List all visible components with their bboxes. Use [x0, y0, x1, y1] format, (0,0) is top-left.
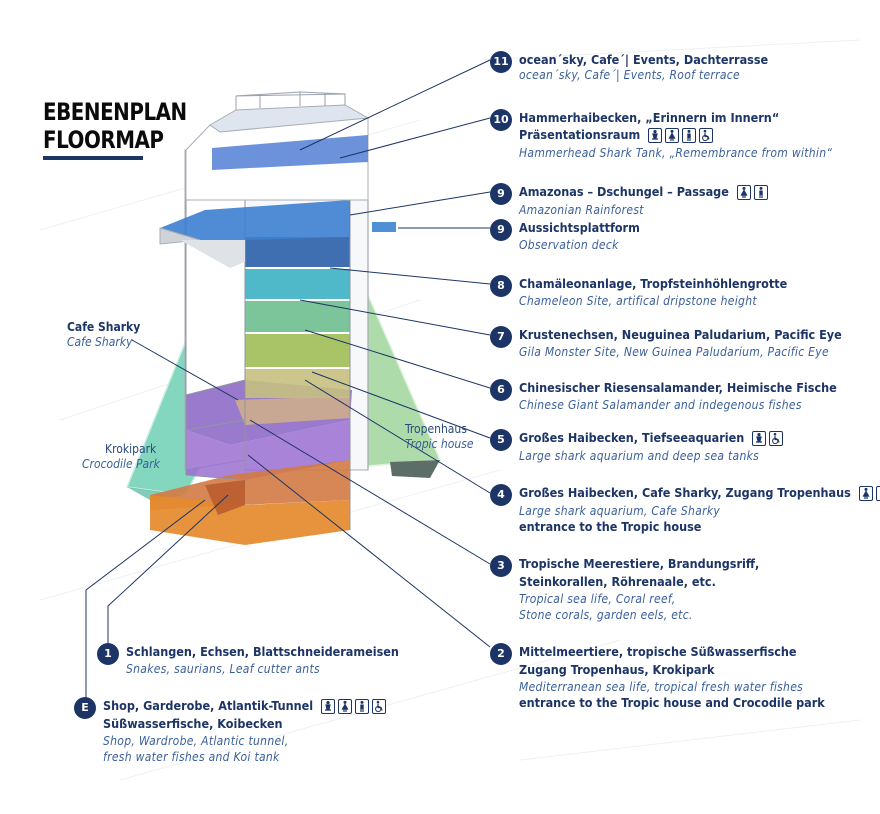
- level-badge: 11: [490, 51, 512, 73]
- level-badge: 9: [490, 219, 512, 241]
- level-en: Chinese Giant Salamander and indegenous …: [519, 398, 802, 412]
- level-badge: 4: [490, 484, 512, 506]
- level-11-roof: [209, 104, 370, 133]
- wheelchair-icon: [372, 699, 387, 714]
- male-toilet-icon: [753, 185, 768, 200]
- level-badge: 3: [490, 555, 512, 577]
- level-en: Observation deck: [519, 238, 619, 252]
- level-de: Amazonas – Dschungel – Passage: [519, 184, 729, 199]
- level-10-slab: [212, 135, 368, 170]
- baby-changing-icon: [321, 699, 336, 714]
- level-en: Tropical sea life, Coral reef,: [519, 592, 676, 606]
- area-krokipark-en: Crocodile Park: [82, 457, 160, 471]
- level-en: Snakes, saurians, Leaf cutter ants: [126, 662, 320, 676]
- level-badge: 5: [490, 429, 512, 451]
- level-de2: Präsentationsraum: [519, 127, 641, 142]
- level-en-2: fresh water fishes and Koi tank: [103, 750, 280, 764]
- area-cafe-sharky-en: Cafe Sharky: [67, 335, 133, 349]
- amazon-passage: [160, 200, 350, 240]
- title-underline: [43, 156, 143, 160]
- level-en: Mediterranean sea life, tropical fresh w…: [519, 680, 804, 694]
- observation-deck: [372, 222, 396, 232]
- level-en: ocean´sky, Cafe´| Events, Roof terrace: [519, 68, 740, 82]
- title-floormap: FLOORMAP: [43, 126, 164, 154]
- level-en: Hammerhead Shark Tank, „Remembrance from…: [519, 146, 833, 160]
- level-de: Aussichtsplattform: [519, 220, 640, 235]
- level-en-bold: entrance to the Tropic house: [519, 519, 702, 534]
- level-de: Schlangen, Echsen, Blattschneiderameisen: [126, 644, 399, 659]
- male-toilet-icon: [682, 128, 697, 143]
- level-de: Großes Haibecken, Cafe Sharky, Zugang Tr…: [519, 485, 851, 500]
- level-badge: E: [74, 697, 96, 719]
- level-en-bold: entrance to the Tropic house and Crocodi…: [519, 695, 825, 710]
- level-en: Chameleon Site, artifical dripstone heig…: [519, 294, 757, 308]
- level-9-slab: [245, 237, 350, 268]
- area-krokipark-de: Krokipark: [105, 442, 157, 456]
- level-badge: 6: [490, 379, 512, 401]
- level-e-slab: [150, 495, 350, 545]
- level-de2: Süßwasserfische, Koibecken: [103, 716, 283, 731]
- level-de: Großes Haibecken, Tiefseeaquarien: [519, 430, 745, 445]
- wheelchair-icon: [699, 128, 714, 143]
- wheelchair-icon: [769, 431, 784, 446]
- level-en: Shop, Wardrobe, Atlantic tunnel,: [103, 734, 289, 748]
- level-de: Krustenechsen, Neuguinea Paludarium, Pac…: [519, 327, 842, 342]
- male-toilet-icon: [875, 486, 880, 501]
- level-badge: 10: [490, 109, 512, 131]
- level-badge: 9: [490, 183, 512, 205]
- level-en: Large shark aquarium, Cafe Sharky: [519, 504, 721, 518]
- level-6-slab: [245, 333, 350, 368]
- level-en-2: Stone corals, garden eels, etc.: [519, 608, 693, 622]
- level-de: Tropische Meerestiere, Brandungsriff,: [519, 556, 760, 571]
- level-de: Shop, Garderobe, Atlantik-Tunnel: [103, 698, 314, 713]
- female-toilet-icon: [665, 128, 680, 143]
- leader-lines: [85, 59, 491, 706]
- level-en: Amazonian Rainforest: [519, 203, 644, 217]
- level-de2: Steinkorallen, Röhrenaale, etc.: [519, 574, 716, 589]
- level-en: Large shark aquarium and deep sea tanks: [519, 449, 760, 463]
- level-2-slab: [150, 460, 350, 510]
- male-toilet-icon: [355, 699, 370, 714]
- title-ebenenplan: EBENENPLAN: [43, 98, 187, 126]
- facility-icons: [858, 486, 880, 501]
- facility-icons: [648, 128, 716, 143]
- facility-icons: [752, 431, 786, 446]
- level-en: Gila Monster Site, New Guinea Paludarium…: [519, 345, 829, 359]
- area-cafe-sharky: Cafe Sharky Cafe Sharky: [67, 320, 140, 350]
- facility-icons: [736, 185, 771, 200]
- level-de: Chinesischer Riesensalamander, Heimische…: [519, 380, 837, 395]
- area-tropenhaus-de: Tropenhaus: [405, 422, 467, 436]
- area-tropenhaus: Tropenhaus Tropic house: [405, 422, 473, 452]
- area-cafe-sharky-de: Cafe Sharky: [67, 320, 141, 334]
- level-de: Hammerhaibecken, „Erinnern im Innern“: [519, 110, 780, 125]
- area-tropenhaus-en: Tropic house: [405, 437, 474, 451]
- level-8-slab: [245, 268, 350, 300]
- level-de: Chamäleonanlage, Tropfsteinhöhlengrotte: [519, 276, 788, 291]
- baby-changing-icon: [648, 128, 663, 143]
- level-de2: Zugang Tropenhaus, Krokipark: [519, 662, 715, 677]
- level-3-slab: [186, 420, 350, 480]
- female-toilet-icon: [338, 699, 353, 714]
- area-krokipark: Krokipark Crocodile Park: [82, 442, 160, 472]
- level-badge: 7: [490, 326, 512, 348]
- female-toilet-icon: [736, 185, 751, 200]
- level-badge: 8: [490, 275, 512, 297]
- level-7-slab: [245, 300, 350, 333]
- level-badge: 1: [97, 643, 119, 665]
- facility-icons: [321, 699, 389, 714]
- level-badge: 2: [490, 643, 512, 665]
- level-de: Mittelmeertiere, tropische Süßwasserfisc…: [519, 644, 797, 659]
- female-toilet-icon: [858, 486, 873, 501]
- baby-changing-icon: [752, 431, 767, 446]
- level-de: ocean´sky, Cafe´| Events, Dachterrasse: [519, 52, 769, 67]
- level-5-slab: [245, 368, 350, 398]
